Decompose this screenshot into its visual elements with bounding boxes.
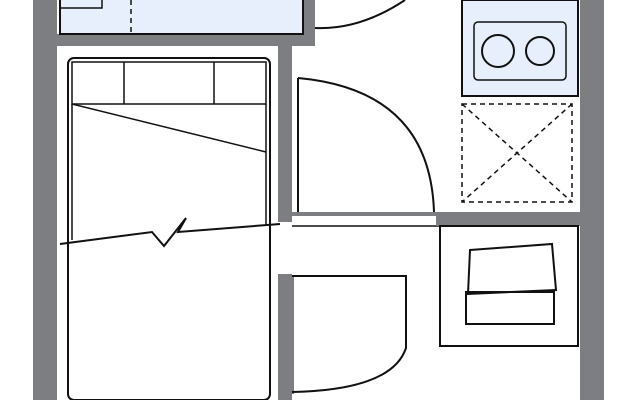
bed-headboard [71, 61, 267, 105]
stove-counter [461, 0, 579, 97]
wall-kitchen-bottom [436, 212, 580, 226]
door-swing-hall-lower [291, 275, 407, 393]
washer-space [461, 103, 573, 203]
lower-room-partition [439, 225, 579, 347]
bed-cut-line [59, 217, 281, 248]
bed-blanket-fold [71, 103, 267, 153]
washer-cross-2 [461, 103, 573, 203]
burner-left-icon [481, 34, 515, 68]
outer-wall-right [580, 0, 604, 400]
bed-frame [67, 57, 271, 400]
stove-top [473, 21, 567, 81]
door-jamb-lower [288, 276, 294, 394]
sink-base [465, 291, 555, 325]
closet-storage-unit [59, 0, 304, 35]
wall-hall-horizontal [292, 212, 440, 216]
wall-closet-bottom [57, 34, 313, 46]
door-swing-hall-upper [297, 77, 435, 213]
burner-right-icon [525, 36, 555, 66]
closet-shelf-mark [60, 0, 103, 9]
wall-partition-vertical [278, 46, 292, 222]
outer-wall-left [33, 0, 57, 400]
door-swing-top [314, 0, 406, 30]
sink-fixture [466, 242, 558, 296]
wall-closet-right [303, 0, 315, 46]
